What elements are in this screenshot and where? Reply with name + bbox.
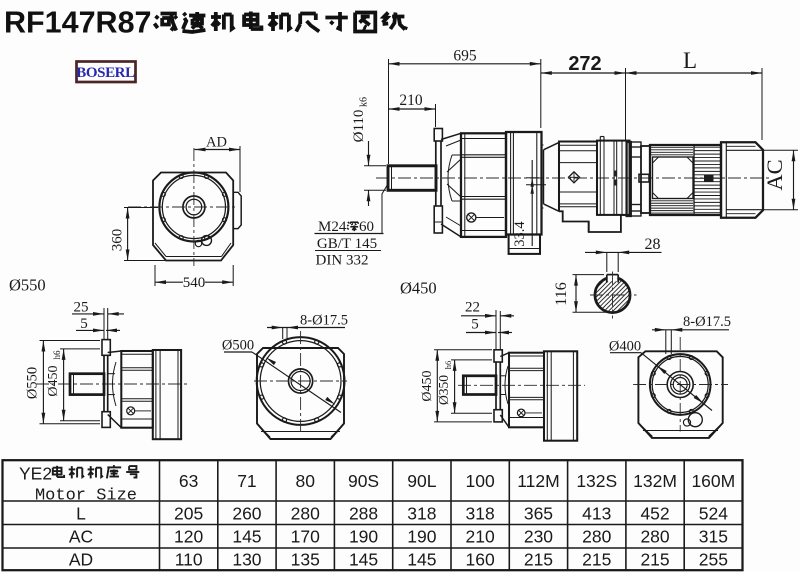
svg-text:k6: k6 (359, 97, 370, 107)
svg-text:AC: AC (762, 159, 787, 190)
svg-text:AD: AD (206, 135, 227, 151)
svg-text:63: 63 (179, 471, 198, 491)
svg-text:22: 22 (465, 300, 480, 316)
svg-text:132S: 132S (576, 471, 617, 491)
svg-text:190: 190 (349, 527, 378, 547)
svg-text:YE2: YE2 (19, 464, 52, 484)
svg-text:Motor Size: Motor Size (35, 487, 137, 506)
svg-text:318: 318 (466, 504, 495, 524)
svg-text:Ø110: Ø110 (351, 110, 367, 143)
svg-text:Ø350: Ø350 (436, 375, 451, 405)
svg-text:GB/T 145: GB/T 145 (317, 236, 377, 252)
svg-text:215: 215 (640, 550, 669, 570)
svg-text:120: 120 (174, 527, 203, 547)
svg-text:AD: AD (69, 550, 93, 570)
svg-text:280: 280 (640, 527, 669, 547)
svg-text:100: 100 (466, 471, 495, 491)
svg-text:DIN 332: DIN 332 (316, 253, 369, 269)
svg-text:170: 170 (291, 527, 320, 547)
svg-text:540: 540 (183, 275, 206, 291)
svg-text:210: 210 (399, 92, 423, 109)
svg-text:145: 145 (407, 550, 436, 570)
svg-text:Ø450: Ø450 (420, 370, 435, 401)
svg-text:71: 71 (237, 471, 256, 491)
svg-text:h6: h6 (443, 361, 453, 370)
svg-text:260: 260 (232, 504, 261, 524)
svg-text:33.4: 33.4 (512, 221, 528, 247)
svg-text:524: 524 (699, 504, 728, 524)
svg-text:112M: 112M (517, 471, 559, 491)
svg-text:RF147R87: RF147R87 (4, 6, 152, 40)
svg-text:L: L (76, 504, 86, 524)
svg-text:Ø400: Ø400 (609, 339, 641, 355)
svg-text:Ø450: Ø450 (46, 365, 61, 396)
svg-text:413: 413 (582, 504, 611, 524)
svg-text:145: 145 (349, 550, 378, 570)
svg-text:215: 215 (582, 550, 611, 570)
svg-text:Ø550: Ø550 (25, 367, 41, 399)
svg-text:90L: 90L (407, 471, 436, 491)
svg-text:360: 360 (110, 229, 126, 252)
svg-text:116: 116 (553, 282, 570, 305)
svg-text:Ø450: Ø450 (400, 279, 437, 298)
svg-text:5: 5 (471, 317, 479, 333)
svg-text:280: 280 (582, 527, 611, 547)
svg-text:M24: M24 (318, 219, 347, 235)
svg-text:695: 695 (453, 48, 477, 65)
svg-text:452: 452 (640, 504, 669, 524)
svg-text:318: 318 (407, 504, 436, 524)
svg-text:Ø500: Ø500 (222, 338, 254, 354)
svg-text:160: 160 (466, 550, 495, 570)
svg-text:AC: AC (69, 527, 93, 547)
svg-text:255: 255 (699, 550, 728, 570)
svg-text:8-Ø17.5: 8-Ø17.5 (683, 314, 731, 330)
svg-text:28: 28 (645, 236, 661, 253)
svg-text:215: 215 (524, 550, 553, 570)
svg-text:h6: h6 (52, 350, 62, 360)
svg-text:145: 145 (232, 527, 261, 547)
svg-text:L: L (683, 48, 697, 73)
svg-text:135: 135 (291, 550, 320, 570)
svg-text:80: 80 (296, 471, 316, 491)
svg-text:365: 365 (524, 504, 553, 524)
svg-text:205: 205 (174, 504, 203, 524)
svg-text:5: 5 (80, 316, 88, 332)
svg-text:210: 210 (466, 527, 495, 547)
svg-text:160M: 160M (691, 471, 735, 491)
svg-text:8-Ø17.5: 8-Ø17.5 (300, 313, 348, 329)
svg-text:90S: 90S (348, 471, 379, 491)
svg-text:190: 190 (407, 527, 436, 547)
svg-text:315: 315 (699, 527, 728, 547)
svg-text:60: 60 (359, 219, 374, 235)
svg-text:130: 130 (232, 550, 261, 570)
svg-text:BOSERL: BOSERL (76, 65, 135, 81)
svg-text:132M: 132M (633, 471, 677, 491)
svg-text:25: 25 (74, 300, 89, 316)
svg-text:272: 272 (568, 53, 601, 75)
svg-text:280: 280 (291, 504, 320, 524)
svg-text:110: 110 (175, 550, 203, 570)
svg-text:230: 230 (524, 527, 553, 547)
svg-text:288: 288 (349, 504, 378, 524)
svg-text:Ø550: Ø550 (9, 276, 46, 295)
